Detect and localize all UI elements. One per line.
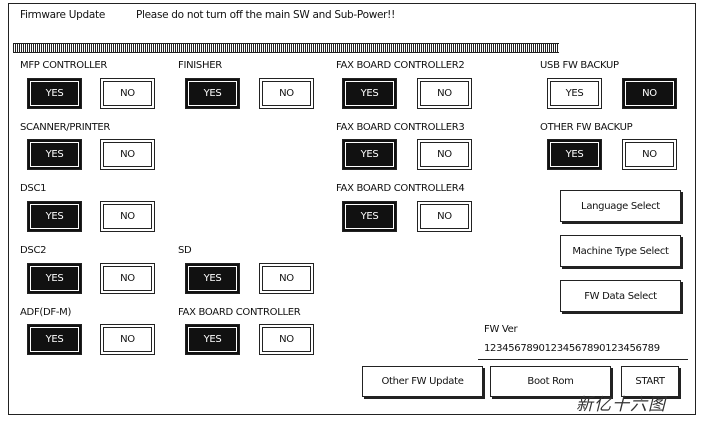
fax-board-controller-yes-button[interactable]: YES — [185, 324, 240, 355]
label-finisher: FINISHER — [178, 60, 222, 71]
fax-board-controller4-no-button[interactable]: NO — [417, 201, 472, 232]
label-fax-board-controller: FAX BOARD CONTROLLER — [178, 307, 301, 318]
label-other-fw-backup: OTHER FW BACKUP — [540, 122, 633, 133]
start-button[interactable]: START — [621, 366, 679, 397]
usb-fw-backup-no-button[interactable]: NO — [622, 78, 677, 109]
adf-no-button[interactable]: NO — [100, 324, 155, 355]
adf-yes-button[interactable]: YES — [27, 324, 82, 355]
fw-data-select-button[interactable]: FW Data Select — [560, 280, 681, 312]
label-mfp-controller: MFP CONTROLLER — [20, 60, 108, 71]
fax-board-controller2-yes-button[interactable]: YES — [342, 78, 397, 109]
scanner-printer-yes-button[interactable]: YES — [27, 139, 82, 170]
dsc2-no-button[interactable]: NO — [100, 263, 155, 294]
page-title: Firmware Update — [20, 9, 105, 21]
scanner-printer-no-button[interactable]: NO — [100, 139, 155, 170]
mfp-controller-no-button[interactable]: NO — [100, 78, 155, 109]
finisher-yes-button[interactable]: YES — [185, 78, 240, 109]
label-fax-board-controller4: FAX BOARD CONTROLLER4 — [336, 183, 465, 194]
other-fw-backup-no-button[interactable]: NO — [622, 139, 677, 170]
label-fax-board-controller3: FAX BOARD CONTROLLER3 — [336, 122, 465, 133]
fw-version-divider — [478, 359, 688, 360]
finisher-no-button[interactable]: NO — [259, 78, 314, 109]
label-scanner-printer: SCANNER/PRINTER — [20, 122, 111, 133]
watermark-text: 新亿十六图 — [576, 395, 666, 415]
fax-board-controller-no-button[interactable]: NO — [259, 324, 314, 355]
label-dsc1: DSC1 — [20, 183, 47, 194]
label-dsc2: DSC2 — [20, 245, 47, 256]
label-sd: SD — [178, 245, 192, 256]
machine-type-select-button[interactable]: Machine Type Select — [560, 235, 681, 267]
warning-message: Please do not turn off the main SW and S… — [136, 9, 395, 21]
fax-board-controller3-yes-button[interactable]: YES — [342, 139, 397, 170]
label-adf: ADF(DF-M) — [20, 307, 72, 318]
fax-board-controller2-no-button[interactable]: NO — [417, 78, 472, 109]
label-fax-board-controller2: FAX BOARD CONTROLLER2 — [336, 60, 465, 71]
boot-rom-button[interactable]: Boot Rom — [490, 366, 611, 397]
progress-hatch-bar — [13, 43, 559, 53]
other-fw-backup-yes-button[interactable]: YES — [547, 139, 602, 170]
fw-version-label: FW Ver — [484, 324, 518, 335]
mfp-controller-yes-button[interactable]: YES — [27, 78, 82, 109]
language-select-button[interactable]: Language Select — [560, 190, 681, 222]
label-usb-fw-backup: USB FW BACKUP — [540, 60, 619, 71]
fw-version-value: 12345678901234567890123456789 — [484, 343, 660, 354]
dsc1-yes-button[interactable]: YES — [27, 201, 82, 232]
sd-yes-button[interactable]: YES — [185, 263, 240, 294]
fax-board-controller3-no-button[interactable]: NO — [417, 139, 472, 170]
dsc2-yes-button[interactable]: YES — [27, 263, 82, 294]
dsc1-no-button[interactable]: NO — [100, 201, 155, 232]
sd-no-button[interactable]: NO — [259, 263, 314, 294]
fax-board-controller4-yes-button[interactable]: YES — [342, 201, 397, 232]
usb-fw-backup-yes-button[interactable]: YES — [547, 78, 602, 109]
other-fw-update-button[interactable]: Other FW Update — [362, 366, 483, 397]
